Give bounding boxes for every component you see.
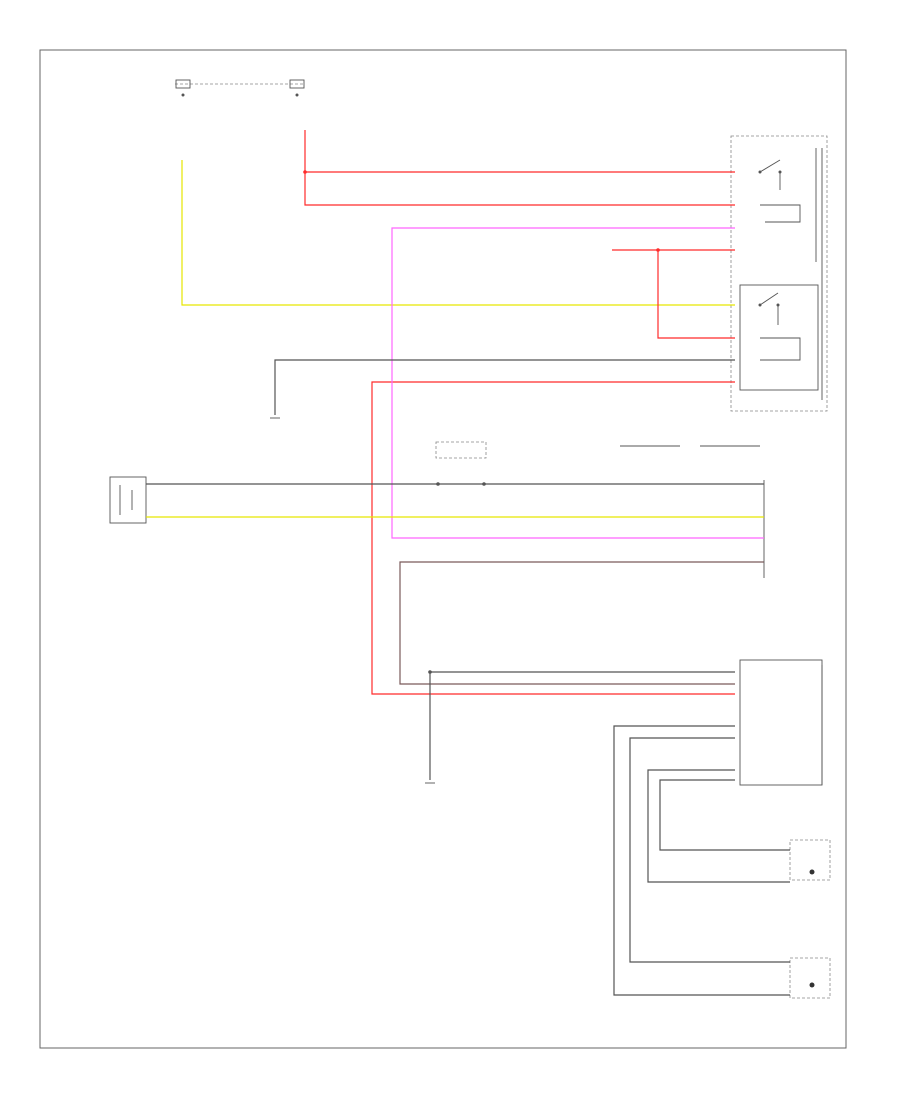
wire-yellow-supply [181,160,735,306]
wire-red-long [371,381,735,695]
wire-red-supply-2 [304,172,735,206]
fuse-supply-left [175,79,305,97]
engine-coolant-temperature-sensor [109,476,147,524]
splice-dot [428,670,432,674]
splice-pack [435,441,487,459]
wire-pink-control [391,227,764,539]
powertrain-control-module [620,445,765,578]
wire-red-relay-drop [657,250,735,339]
splice-dot [303,170,307,174]
fan-relay [739,284,819,391]
wire-motor-4 [659,779,790,851]
condenser-fan-motor [789,957,831,999]
diagram-frame [39,49,847,1049]
splice-dot [436,482,440,486]
wire-motor-3 [647,769,790,883]
wire-motor-2 [629,737,790,963]
wire-ground-relay [274,359,735,415]
wire-motor-1 [613,725,790,996]
radiator-fan-motor [789,839,831,881]
fan-control-module [739,659,823,786]
main-relay [730,135,828,412]
splice-dot [482,482,486,486]
splice-dot [656,248,660,252]
wire-brown-signal [399,561,764,685]
wire-red-supply-1 [304,130,735,173]
